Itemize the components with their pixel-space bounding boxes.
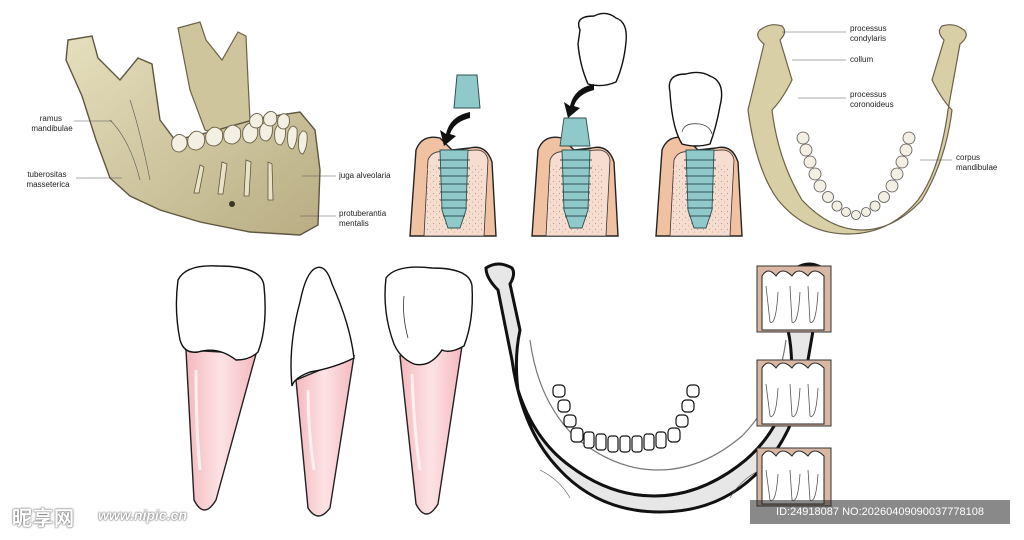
label-ramus-1: ramus xyxy=(40,114,62,123)
lower-teeth-row xyxy=(171,111,308,155)
label-protuberantia-2: mentalis xyxy=(339,219,369,228)
svg-text:tuberositas masseterica: tuberositas masseterica xyxy=(26,170,70,189)
label-coronoideus-2: coronoideus xyxy=(850,100,894,109)
label-tuberositas-2: masseterica xyxy=(26,180,70,189)
mandible-lateral-view: ramus mandibulae tuberositas masseterica… xyxy=(26,21,391,236)
crown-placed xyxy=(668,71,723,147)
label-protuberantia-1: protuberantia xyxy=(339,209,387,218)
implant-screw xyxy=(438,149,470,229)
svg-text:processus condylaris: processus condylaris xyxy=(850,24,889,43)
watermark-id: ID:24918087 NO:20260409090037778108 xyxy=(750,500,1010,524)
abutment-piece xyxy=(453,74,481,109)
arrow-icon-2 xyxy=(564,84,594,118)
label-corpus-2: mandibulae xyxy=(956,163,998,172)
mandible-top-view: processus condylaris collum processus co… xyxy=(747,24,998,235)
arrow-icon xyxy=(440,112,470,146)
label-corpus-1: corpus xyxy=(956,153,980,162)
label-tuberositas-1: tuberositas xyxy=(27,170,66,179)
watermark-site: 昵享网 xyxy=(12,508,75,530)
svg-text:processus coronoideus: processus coronoideus xyxy=(850,90,894,109)
label-condylaris-2: condylaris xyxy=(850,34,886,43)
watermark-url: www.nipic.cn xyxy=(98,507,187,523)
label-coronoideus-1: processus xyxy=(850,90,886,99)
label-collum: collum xyxy=(850,55,873,64)
svg-text:protuberantia mentalis: protuberantia mentalis xyxy=(339,209,388,228)
outline-teeth xyxy=(552,384,700,453)
implant-step-2 xyxy=(531,12,627,237)
gum-section-3 xyxy=(756,447,832,507)
label-condylaris-1: processus xyxy=(850,24,886,33)
implant-step-1 xyxy=(409,74,497,237)
gum-section-2 xyxy=(756,359,832,427)
svg-text:ramus mandibulae: ramus mandibulae xyxy=(31,114,73,133)
tooth-side-view xyxy=(290,266,355,517)
svg-text:corpus mandibulae: corpus mandibulae xyxy=(956,153,998,172)
crown-piece xyxy=(577,12,627,87)
gum-section-1 xyxy=(756,265,832,333)
tooth-angled-view xyxy=(384,266,474,515)
tooth-front-view xyxy=(175,265,266,511)
top-view-teeth xyxy=(796,131,916,220)
mental-foramen xyxy=(229,201,235,207)
label-ramus-2: mandibulae xyxy=(31,124,73,133)
label-juga: juga alveolaria xyxy=(338,171,391,180)
implant-step-3 xyxy=(655,71,743,237)
